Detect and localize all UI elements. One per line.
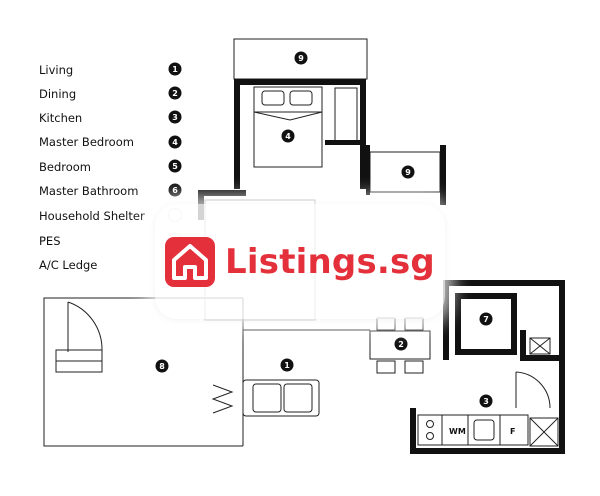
legend-marker-4-number: 4: [172, 138, 178, 147]
legend: Living Dining Kitchen Master Bedroom Bed…: [39, 62, 183, 272]
marker-ac-ledge-top: [294, 51, 308, 65]
legend-household-shelter-label: Household Shelter: [39, 209, 145, 223]
legend-marker-5-number: 5: [172, 162, 178, 171]
legend-marker-6: [168, 183, 182, 197]
fridge-label: F: [510, 427, 515, 436]
legend-bedroom-label: Bedroom: [39, 160, 91, 174]
marker-dining-number: 2: [398, 340, 404, 349]
legend-marker-5: [168, 159, 182, 173]
room-markers: 9 4 9 7 2 8 1 3: [155, 51, 493, 408]
marker-living: [280, 358, 294, 372]
legend-pes-label: PES: [39, 234, 61, 248]
legend-master-bathroom-label: Master Bathroom: [39, 184, 138, 198]
legend-dining-label: Dining: [39, 87, 76, 101]
marker-dining: [394, 337, 408, 351]
marker-pes: [155, 359, 169, 373]
pes-outline: [43, 297, 243, 447]
marker-master-bedroom-number: 4: [285, 132, 291, 141]
pes-door-swing: [67, 301, 103, 352]
bed-outline: [253, 86, 323, 168]
legend-marker-2: [168, 86, 182, 100]
sofa: [242, 379, 320, 417]
legend-marker-2-number: 2: [172, 89, 178, 98]
marker-master-bedroom: [281, 129, 295, 143]
marker-ac-ledge-top-number: 9: [298, 54, 304, 63]
legend-marker-1: [168, 62, 182, 76]
listings-watermark: Listings.sg: [155, 204, 445, 319]
marker-living-number: 1: [284, 361, 290, 370]
legend-marker-6-number: 6: [172, 186, 178, 195]
legend-master-bedroom-label: Master Bedroom: [39, 135, 134, 149]
washer-label: WM: [449, 427, 466, 436]
marker-kitchen-number: 3: [483, 397, 489, 406]
legend-marker-4: [168, 135, 182, 149]
listings-house-icon: [165, 236, 216, 287]
dining-table: [369, 330, 431, 360]
listings-brand-text: Listings.sg: [225, 241, 435, 282]
legend-marker-3: [168, 110, 182, 124]
marker-ac-ledge-right: [401, 165, 415, 179]
walls: [198, 79, 565, 454]
legend-marker-3-number: 3: [172, 113, 178, 122]
marker-ac-ledge-right-number: 9: [405, 168, 411, 177]
legend-marker-1-number: 1: [172, 65, 178, 74]
legend-kitchen-label: Kitchen: [39, 111, 82, 125]
marker-pes-number: 8: [159, 362, 165, 371]
marker-household-shelter-number: 7: [483, 315, 489, 324]
legend-ac-ledge-label: A/C Ledge: [39, 258, 97, 272]
marker-kitchen: [479, 394, 493, 408]
marker-household-shelter: [479, 312, 493, 326]
legend-living-label: Living: [39, 63, 73, 77]
